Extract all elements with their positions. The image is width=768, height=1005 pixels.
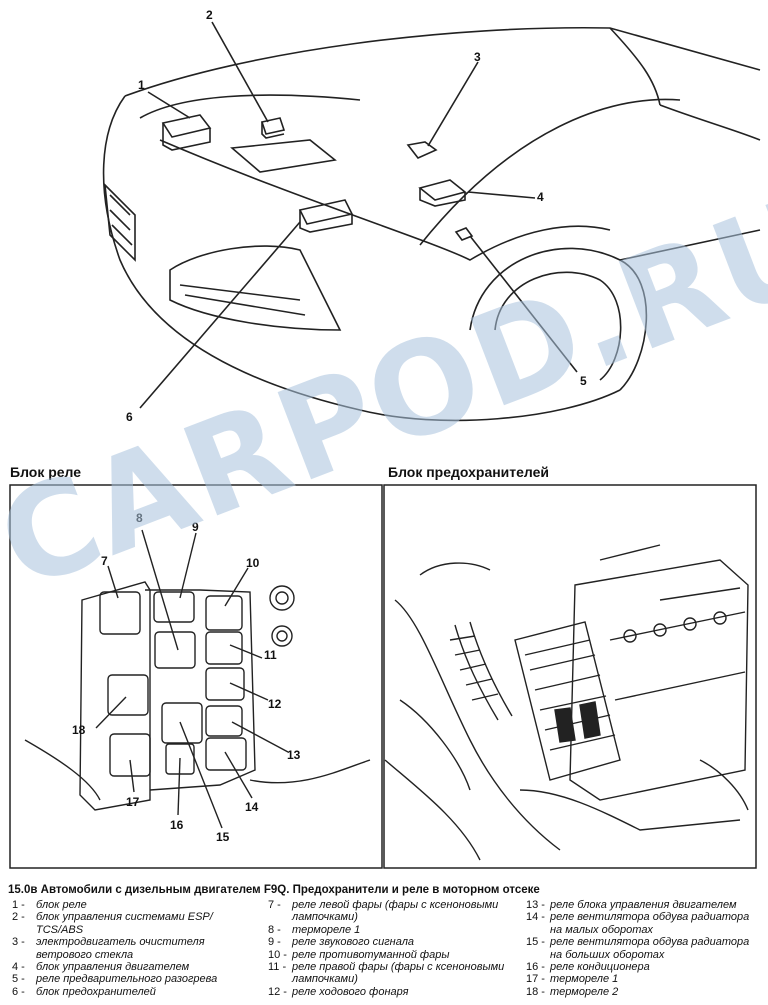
legend-item: 9 -реле звукового сигнала xyxy=(268,936,415,949)
legend-column-1: 1 -блок реле 2 -блок управления системам… xyxy=(12,899,260,998)
relay-callout-10: 10 xyxy=(246,556,260,570)
relay-callout-15: 15 xyxy=(216,830,230,844)
legend-item: 3 -электродвигатель очистителя ветрового… xyxy=(12,936,205,961)
legend-item: 18 -термореле 2 xyxy=(526,985,619,998)
legend-item: 1 -блок реле xyxy=(12,899,87,911)
legend-column-2: 7 -реле левой фары (фары с ксеноновыми л… xyxy=(268,899,518,998)
legend-item: 14 -реле вентилятора обдува радиатора на… xyxy=(526,911,750,936)
callout-6: 6 xyxy=(126,410,133,424)
legend-item: 7 -реле левой фары (фары с ксеноновыми л… xyxy=(268,899,499,924)
relay-callout-17: 17 xyxy=(126,795,140,809)
legend-item: 10 -реле противотуманной фары xyxy=(268,948,450,961)
legend-item: 17 -термореле 1 xyxy=(526,973,619,986)
relay-callout-9: 9 xyxy=(192,520,199,534)
section-title-relay-block: Блок реле xyxy=(10,464,82,480)
relay-callout-8: 8 xyxy=(136,511,143,525)
callout-1: 1 xyxy=(138,78,145,92)
section-title-fuse-block: Блок предохранителей xyxy=(388,464,550,480)
relay-callout-13: 13 xyxy=(287,748,301,762)
callout-2: 2 xyxy=(206,8,213,22)
relay-callout-18: 18 xyxy=(72,723,86,737)
callout-4: 4 xyxy=(537,190,544,204)
legend-item: 16 -реле кондиционера xyxy=(526,961,650,974)
relay-callout-16: 16 xyxy=(170,818,184,832)
callout-5: 5 xyxy=(580,374,587,388)
fuse-block-drawing xyxy=(384,544,749,861)
relay-callout-14: 14 xyxy=(245,800,259,814)
relay-callout-11: 11 xyxy=(264,648,277,662)
legend-item: 5 -реле предварительного разогрева xyxy=(12,973,218,986)
legend-item: 11 -реле правой фары (фары с ксеноновыми… xyxy=(268,961,505,986)
legend-item: 12 -реле ходового фонаря xyxy=(268,985,409,998)
relay-callout-12: 12 xyxy=(268,697,282,711)
legend-item: 8 -термореле 1 xyxy=(268,923,361,936)
callout-3: 3 xyxy=(474,50,481,64)
relay-block-drawing xyxy=(24,529,371,829)
relay-callout-7: 7 xyxy=(101,554,108,568)
legend-item: 6 -блок предохранителей xyxy=(12,985,156,998)
legend-item: 15 -реле вентилятора обдува радиатора на… xyxy=(526,936,750,961)
legend-item: 13 -реле блока управления двигателем xyxy=(526,899,737,911)
relay-and-fuse-panels xyxy=(9,484,757,869)
legend-column-3: 13 -реле блока управления двигателем 14 … xyxy=(526,899,762,998)
figure-caption: 15.0в Автомобили с дизельным двигателем … xyxy=(8,884,540,896)
legend-item: 2 -блок управления системами ESP/ TCS/AB… xyxy=(12,911,213,936)
engine-bay-illustration xyxy=(102,21,761,422)
legend-item: 4 -блок управления двигателем xyxy=(12,961,190,974)
